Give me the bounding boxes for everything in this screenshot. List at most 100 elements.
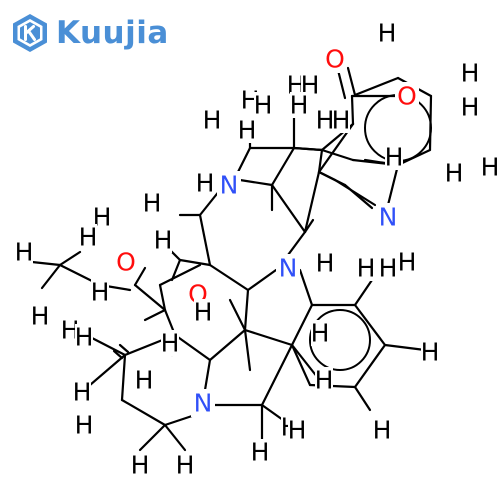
hydrogen-label: H xyxy=(288,416,307,445)
bond-line xyxy=(246,268,278,292)
bond-line xyxy=(353,385,372,412)
hydrogen-label: H xyxy=(91,278,110,307)
bond-line xyxy=(138,423,167,452)
bond-line xyxy=(303,218,315,234)
hydrogen-label: H xyxy=(73,378,92,407)
hydrogen-label: H xyxy=(398,248,417,277)
bond-line xyxy=(120,353,127,402)
hydrogen-label: H xyxy=(357,254,376,283)
hydrogen-label: H xyxy=(15,238,34,267)
bond-line xyxy=(238,178,274,187)
bond-line xyxy=(112,349,124,360)
bond-line xyxy=(163,413,197,427)
hydrogen-label: H xyxy=(75,411,94,440)
bond-line xyxy=(243,328,294,347)
hydrogen-label: H xyxy=(143,189,162,218)
bond-line xyxy=(158,283,167,312)
hydrogen-label: H xyxy=(154,226,173,255)
atom-label-o-carbonyl: O xyxy=(325,45,345,74)
hydrogen-label: H xyxy=(445,159,464,188)
bond-line xyxy=(173,333,212,362)
bond-line xyxy=(353,278,374,307)
hydrogen-label: H xyxy=(379,254,398,283)
atom-label-n-central: N xyxy=(279,254,298,283)
bond-line xyxy=(290,303,314,347)
bond-line xyxy=(346,66,357,97)
bond-line xyxy=(198,188,222,217)
bond-line xyxy=(386,163,400,207)
hydrogen-label: H xyxy=(79,223,98,252)
atom-label-o-ester: O xyxy=(397,82,417,111)
bond-line xyxy=(198,213,212,267)
lower-aromatic-ring xyxy=(309,309,371,371)
atom-label-o-hydroxyl: O xyxy=(116,248,136,277)
bond-line xyxy=(228,298,247,332)
bond-line xyxy=(243,288,250,332)
hydrogen-label: H xyxy=(315,366,334,395)
bond-line xyxy=(336,68,347,100)
hydrogen-label: H xyxy=(481,153,500,182)
bond-line xyxy=(353,343,387,389)
hydrogen-label: H xyxy=(373,416,392,445)
bond-line xyxy=(133,266,147,287)
bond-line xyxy=(343,183,374,210)
bond-line xyxy=(383,343,427,352)
bond-line xyxy=(163,423,187,452)
bond-line xyxy=(90,336,127,357)
bond-line xyxy=(208,328,247,362)
hydrogen-label: H xyxy=(176,451,195,480)
bond-line xyxy=(350,94,355,126)
hydrogen-label: H xyxy=(461,93,480,122)
hydrogen-label: H xyxy=(378,19,397,48)
hydrogen-label: H xyxy=(135,366,154,395)
hydrogen-label: H xyxy=(421,338,440,367)
hydrogen-label: H xyxy=(196,169,215,198)
hydrogen-label: H xyxy=(93,203,112,232)
bond-line xyxy=(320,148,355,162)
hydrogen-label: H xyxy=(332,106,351,135)
bond-line xyxy=(243,328,252,372)
bond-line xyxy=(286,230,307,257)
bond-line xyxy=(88,353,127,387)
hydrogen-label: H xyxy=(311,319,330,348)
hydrogen-label: H xyxy=(31,302,50,331)
hexagon-k-icon xyxy=(13,14,47,52)
bond-line xyxy=(317,148,324,174)
bond-line xyxy=(317,170,347,187)
bond-line xyxy=(208,263,250,292)
bond-line xyxy=(120,398,167,427)
bond-line xyxy=(203,358,212,392)
bond-line xyxy=(270,183,307,234)
bond-line xyxy=(303,170,321,234)
hydrogen-label: H xyxy=(238,116,257,145)
hydrogen-label: H xyxy=(316,249,335,278)
hydrogen-label: H xyxy=(385,143,404,172)
kuujia-logo: Kuujia xyxy=(10,12,169,54)
bond-line xyxy=(30,260,62,267)
bond-line xyxy=(178,258,212,267)
bond-line xyxy=(290,343,312,387)
hydrogen-label: H xyxy=(290,91,309,120)
hydrogen-label: H xyxy=(131,451,150,480)
atom-label-n-indole: N xyxy=(379,203,398,232)
bond-line xyxy=(353,76,400,97)
hydrogen-label: H xyxy=(203,106,222,135)
heteroatom-labels: O O O O N N N N xyxy=(114,45,419,418)
bond-line xyxy=(158,263,202,287)
hydrogen-label: H xyxy=(75,323,94,352)
hydrogen-label: H xyxy=(194,298,213,327)
bond-line xyxy=(236,146,252,174)
hydrogen-label: H xyxy=(161,329,180,358)
bond-line xyxy=(290,343,320,380)
hydrogen-label: H xyxy=(254,91,273,120)
hydrogen-label: H xyxy=(61,316,80,345)
atom-label-n-lower: N xyxy=(194,389,213,418)
bond-line xyxy=(292,146,324,152)
brand-name: Kuujia xyxy=(56,15,169,51)
bond-line xyxy=(143,308,167,322)
hydrogen-label: H xyxy=(251,438,270,467)
bond-line xyxy=(260,343,294,407)
atom-label-n-upper: N xyxy=(220,171,239,200)
